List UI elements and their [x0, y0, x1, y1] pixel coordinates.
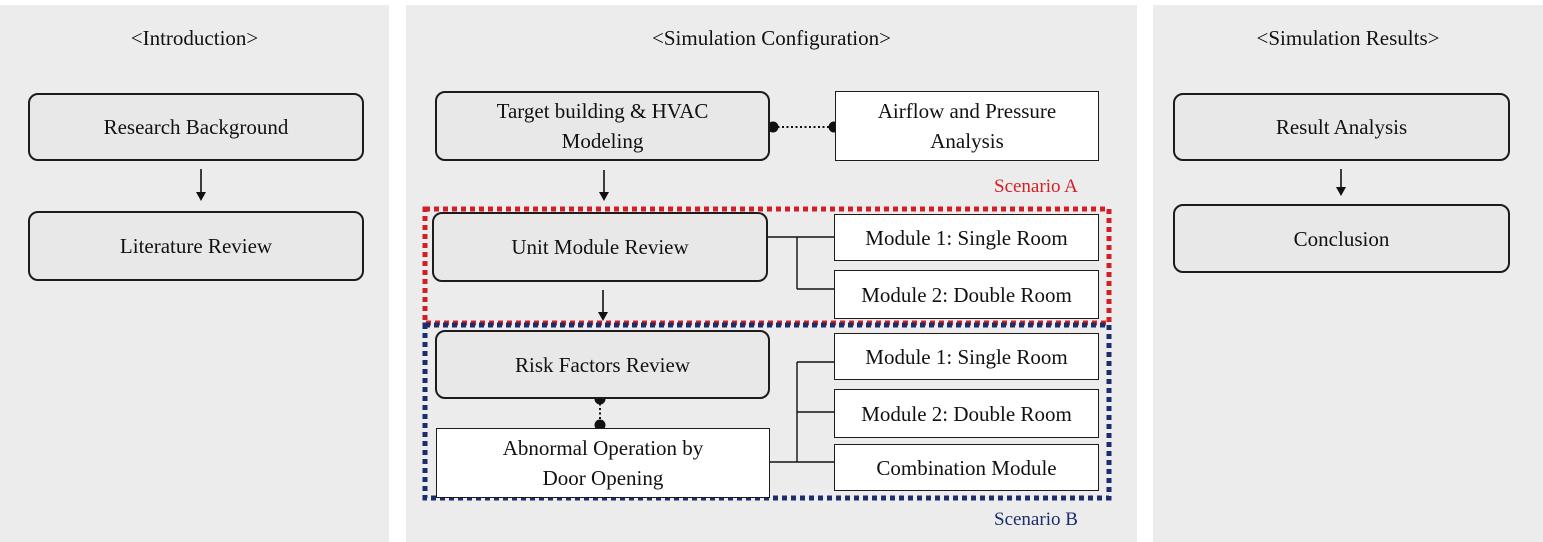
combination-module-box: Combination Module	[834, 444, 1099, 491]
scenario-b-label: Scenario B	[994, 509, 1078, 530]
research-background-box: Research Background	[28, 93, 364, 161]
target-building-line1: Target building & HVAC	[496, 99, 709, 123]
scenario-b-module-2-box: Module 2: Double Room	[834, 389, 1099, 438]
risk-factors-review-box: Risk Factors Review	[435, 330, 770, 399]
scenario-a-module-2-box: Module 2: Double Room	[834, 270, 1099, 319]
scenario-a-module-1-box: Module 1: Single Room	[834, 214, 1099, 261]
simulation-configuration-heading: <Simulation Configuration>	[652, 26, 891, 50]
simulation-results-heading: <Simulation Results>	[1256, 26, 1440, 50]
unit-module-review-box: Unit Module Review	[432, 212, 768, 282]
target-building-line2: Modeling	[561, 129, 644, 153]
conclusion-box: Conclusion	[1173, 204, 1510, 273]
airflow-pressure-box: Airflow and Pressure Analysis	[835, 91, 1099, 161]
abnormal-operation-line1: Abnormal Operation by	[502, 436, 704, 460]
airflow-pressure-line2: Analysis	[930, 129, 1004, 153]
literature-review-box: Literature Review	[28, 211, 364, 281]
scenario-a-label: Scenario A	[994, 176, 1078, 197]
target-building-box: Target building & HVAC Modeling	[435, 91, 770, 161]
simulation-results-panel	[1153, 5, 1543, 542]
scenario-b-module-1-box: Module 1: Single Room	[834, 333, 1099, 380]
airflow-pressure-line1: Airflow and Pressure	[877, 99, 1057, 123]
abnormal-operation-box: Abnormal Operation by Door Opening	[436, 428, 770, 498]
abnormal-operation-line2: Door Opening	[542, 466, 664, 490]
introduction-heading: <Introduction>	[130, 26, 259, 50]
result-analysis-box: Result Analysis	[1173, 93, 1510, 161]
